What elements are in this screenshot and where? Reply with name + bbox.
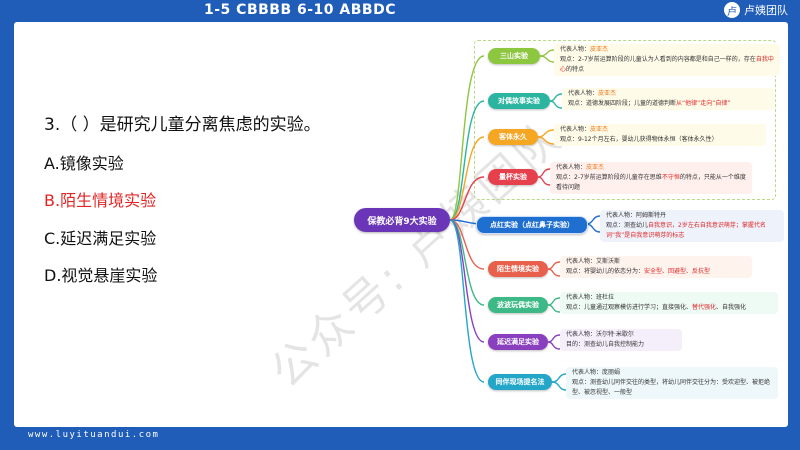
- branch-delay-gratification: 延迟满足实验: [488, 334, 548, 350]
- branch-three-mountain: 三山实验: [488, 48, 540, 64]
- view-highlight: 自我中心: [560, 56, 774, 73]
- detail-rouge-test: 代表人物：阿姆斯特丹 观点：测查幼儿自我意识，2岁左右自我意识萌芽；掌握代名词“…: [600, 210, 784, 242]
- branch-object-permanence: 客体永久: [488, 129, 538, 145]
- detail-paired-story: 代表人物：皮亚杰 观点：道德发展四阶段；儿童的道德判断从“他律”走向“自律”: [562, 88, 774, 110]
- branch-peer-nomination: 同伴现场提名法: [488, 374, 552, 390]
- rep-label: 代表人物：: [560, 126, 591, 133]
- view-text: 观点：测查幼儿: [606, 222, 649, 229]
- mindmap-center-node: 保教必背9大实验: [354, 208, 450, 232]
- avatar-icon: 卢: [724, 2, 740, 18]
- branch-strange-situation: 陌生情境实验: [488, 261, 548, 277]
- rep-label: 代表人物：: [572, 369, 603, 376]
- view-text-tail: 的特点，只能从一个维度看待问题: [556, 174, 746, 191]
- rep-name: 庞丽娟: [602, 369, 621, 376]
- branch-measuring-cup: 量杯实验: [488, 169, 538, 185]
- brand-name: 卢姨团队: [744, 4, 788, 17]
- rep-label: 代表人物：: [566, 258, 597, 265]
- mindmap-connectors: [449, 49, 601, 391]
- piaget-group-box: [474, 40, 776, 200]
- option-a: A.镜像实验: [44, 154, 124, 173]
- rep-label: 代表人物：: [560, 46, 591, 53]
- branch-rouge-test: 点红实验（点红鼻子实验）: [476, 216, 588, 234]
- view-highlight: 替代强化: [692, 304, 717, 311]
- view-text: 观点：测查幼儿同伴交往的类型，将幼儿同伴交往分为：受欢迎型、被拒绝型、被忽视型、…: [572, 379, 771, 396]
- view-highlight: 安全型、回避型、反抗型: [644, 268, 711, 275]
- rep-name: 沃尔特·米歇尔: [596, 331, 634, 338]
- slide-canvas: 公众号: 卢姨团队 3.（ ）是研究儿童分离焦虑的实验。 A.镜像实验 B.陌生…: [14, 22, 788, 427]
- detail-object-permanence: 代表人物：皮亚杰 观点：9-12个月左右，婴幼儿获得物体永恒（客体永久性）: [554, 124, 766, 146]
- view-highlight: 从“他律”走向“自律”: [676, 100, 731, 107]
- view-text: 观点：将婴幼儿的依恋分为：: [566, 268, 645, 275]
- detail-three-mountain: 代表人物：皮亚杰 观点：2-7岁前运算阶段的儿童认为人看到的内容都是和自己一样的…: [554, 44, 780, 76]
- view-text: 观点：儿童通过观察模仿进行学习；直接强化、: [566, 304, 693, 311]
- view-text: 观点：2-7岁前运算阶段的儿童存在思维: [556, 174, 662, 181]
- view-text: 观点：2-7岁前运算阶段的儿童认为人看到的内容都是和自己一样的，存在: [560, 56, 756, 63]
- rep-name: 班杜拉: [596, 294, 615, 301]
- rep-name: 皮亚杰: [590, 126, 609, 133]
- detail-bobo-doll: 代表人物：班杜拉 观点：儿童通过观察模仿进行学习；直接强化、替代强化、自我强化: [560, 292, 778, 314]
- rep-label: 代表人物：: [568, 90, 599, 97]
- rep-name: 皮亚杰: [586, 164, 605, 171]
- view-text-tail: 的特点: [566, 66, 585, 73]
- option-d: D.视觉悬崖实验: [44, 266, 158, 285]
- option-b: B.陌生情境实验: [44, 191, 157, 210]
- footer-url: www.luyituandui.com: [28, 430, 160, 440]
- rep-name: 皮亚杰: [590, 46, 609, 53]
- view-text: 观点：道德发展四阶段；儿童的道德判断: [568, 100, 677, 107]
- rep-name: 皮亚杰: [598, 90, 617, 97]
- rep-label: 代表人物：: [606, 212, 637, 219]
- rep-label: 代表人物：: [566, 294, 597, 301]
- detail-strange-situation: 代表人物：艾斯沃斯 观点：将婴幼儿的依恋分为：安全型、回避型、反抗型: [560, 256, 752, 278]
- rep-name: 艾斯沃斯: [596, 258, 621, 265]
- branch-paired-story: 对偶故事实验: [488, 93, 550, 109]
- view-highlight: 不守恒: [661, 174, 680, 181]
- detail-peer-nomination: 代表人物：庞丽娟 观点：测查幼儿同伴交往的类型，将幼儿同伴交往分为：受欢迎型、被…: [566, 367, 778, 399]
- view-highlight: 自我意识，2岁左右自我意识萌芽；掌握代名词“我”是自我意识萌芽的标志: [606, 222, 766, 239]
- rep-label: 代表人物：: [566, 331, 597, 338]
- branch-bobo-doll: 波波玩偶实验: [488, 297, 548, 313]
- question-stem: 3.（ ）是研究儿童分离焦虑的实验。: [44, 115, 321, 135]
- top-bar: 1-5 CBBBB 6-10 ABBDC 卢 卢姨团队: [0, 0, 800, 22]
- detail-delay-gratification: 代表人物：沃尔特·米歇尔 目的：测查幼儿自我控制能力: [560, 329, 682, 351]
- option-c: C.延迟满足实验: [44, 229, 157, 248]
- view-text-tail: 、自我强化: [716, 304, 747, 311]
- rep-label: 代表人物：: [556, 164, 587, 171]
- detail-measuring-cup: 代表人物：皮亚杰 观点：2-7岁前运算阶段的儿童存在思维不守恒的特点，只能从一个…: [550, 162, 752, 194]
- view-text: 目的：测查幼儿自我控制能力: [566, 341, 645, 348]
- answer-key: 1-5 CBBBB 6-10 ABBDC: [204, 2, 396, 18]
- rep-name: 阿姆斯特丹: [636, 212, 667, 219]
- view-text: 观点：9-12个月左右，婴幼儿获得物体永恒（客体永久性）: [560, 136, 718, 143]
- brand: 卢 卢姨团队: [724, 2, 788, 18]
